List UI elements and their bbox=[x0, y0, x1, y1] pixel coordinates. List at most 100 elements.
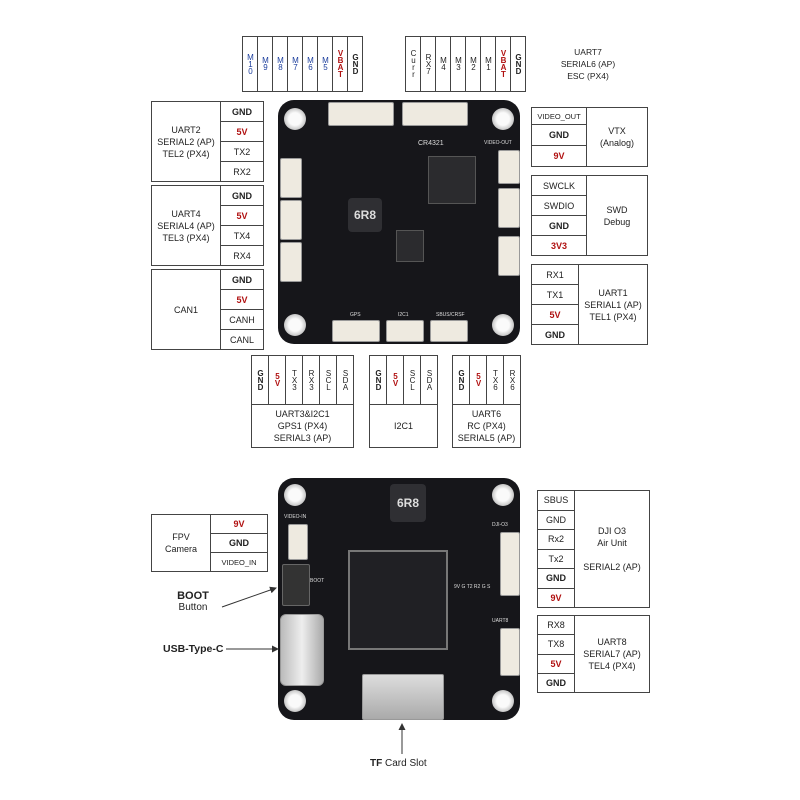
can1-pin-canl: CANL bbox=[220, 329, 264, 350]
uart2-group: UART2 SERIAL2 (AP) TEL2 (PX4) GND 5V TX2… bbox=[151, 101, 264, 182]
dji-line3: SERIAL2 (AP) bbox=[583, 562, 641, 572]
tf-bold: TF bbox=[370, 758, 383, 769]
uart1-line2: SERIAL1 (AP) bbox=[584, 299, 642, 310]
gps-connector bbox=[332, 320, 380, 342]
uart4-line1: UART4 bbox=[171, 208, 201, 219]
tf-rest: Card Slot bbox=[382, 758, 427, 769]
uart2-line1: UART2 bbox=[171, 124, 201, 135]
esc-label-line3: ESC (PX4) bbox=[567, 71, 609, 81]
swd-group: SWCLK SWD Debug SWDIO GND 3V3 bbox=[531, 175, 648, 256]
uart2-connector bbox=[280, 158, 302, 198]
uart8-line2: SERIAL7 (AP) bbox=[583, 649, 641, 659]
video-out-silk: VIDEO-OUT bbox=[484, 140, 512, 146]
dji-silk: DJI-O3 bbox=[492, 522, 508, 528]
uart1-pin-gnd: GND bbox=[531, 324, 579, 345]
vtx-line1: VTX bbox=[608, 126, 626, 136]
mount-hole-tr-b bbox=[492, 484, 514, 506]
uart1-group: RX1 UART1 SERIAL1 (AP) TEL1 (PX4) TX1 5V… bbox=[531, 264, 648, 345]
flight-controller-bottom-board: 6R8 VIDEO-IN BOOT DJI-O3 UART8 9V G T2 R… bbox=[278, 478, 520, 720]
usb-c-port bbox=[280, 614, 324, 686]
dji-line1: DJI O3 bbox=[597, 526, 626, 536]
uart2-line3: TEL2 (PX4) bbox=[162, 148, 210, 159]
usb-callout: USB-Type-C bbox=[163, 643, 224, 655]
swd-line2: Debug bbox=[603, 216, 631, 227]
fpv-connector bbox=[288, 524, 308, 560]
uart8-line3: TEL4 (PX4) bbox=[588, 661, 636, 671]
uart8-pin-gnd: GND bbox=[537, 672, 575, 694]
inductor: 6R8 bbox=[348, 198, 382, 232]
gps-line2: GPS1 (PX4) bbox=[277, 421, 328, 431]
motor-connector bbox=[328, 102, 394, 126]
boot-title: BOOT bbox=[177, 590, 209, 602]
sbus-silk: SBUS/CRSF bbox=[436, 312, 465, 318]
mount-hole-br-b bbox=[492, 690, 514, 712]
can1-connector bbox=[280, 242, 302, 282]
dji-connector bbox=[500, 532, 520, 596]
esc-pin-vbat: VBAT bbox=[495, 36, 511, 92]
mount-hole-tl bbox=[284, 108, 306, 130]
uart4-pin-rx: RX4 bbox=[220, 245, 264, 266]
mount-hole-tr bbox=[492, 108, 514, 130]
uart4-line2: SERIAL4 (AP) bbox=[157, 220, 215, 231]
uart8-silk: UART8 bbox=[492, 618, 509, 624]
i2c-label: I2C1 bbox=[369, 404, 438, 448]
esc-connector bbox=[402, 102, 468, 126]
uart1-connector bbox=[498, 236, 520, 276]
i2c-pin-sda: SDA bbox=[420, 355, 438, 405]
esc-label-line2: SERIAL6 (AP) bbox=[560, 59, 616, 69]
fpv-pin-video-in: VIDEO_IN bbox=[210, 552, 268, 572]
dji-pin-gnd1: GND bbox=[537, 509, 575, 530]
uart8-connector bbox=[500, 628, 520, 676]
esc-label: UART7 SERIAL6 (AP) ESC (PX4) bbox=[548, 46, 628, 82]
gps-silk: GPS bbox=[350, 312, 361, 318]
pin-silk: 9V G T2 R2 G S bbox=[454, 584, 491, 590]
module-chip bbox=[396, 230, 424, 262]
mount-hole-tl-b bbox=[284, 484, 306, 506]
uart1-line3: TEL1 (PX4) bbox=[589, 311, 637, 322]
i2c-connector bbox=[386, 320, 424, 342]
fpv-line2: Camera bbox=[164, 544, 197, 554]
i2c-silk: I2C1 bbox=[398, 312, 409, 318]
can1-label: CAN1 bbox=[151, 269, 221, 350]
mount-hole-bl bbox=[284, 314, 306, 336]
dji-group: SBUS DJI O3 Air Unit SERIAL2 (AP) GND Rx… bbox=[537, 490, 650, 608]
uart2-pin-rx: RX2 bbox=[220, 161, 264, 182]
uart4-group: UART4 SERIAL4 (AP) TEL3 (PX4) GND 5V TX4… bbox=[151, 185, 264, 266]
cr-silk: CR4321 bbox=[418, 140, 444, 147]
vtx-connector bbox=[498, 150, 520, 184]
uart2-line2: SERIAL2 (AP) bbox=[157, 136, 215, 147]
tf-card-slot bbox=[362, 674, 444, 720]
mount-hole-bl-b bbox=[284, 690, 306, 712]
esc-pin-m2: M2 bbox=[465, 36, 481, 92]
rc-connector bbox=[430, 320, 468, 342]
swd-pin-3v3: 3V3 bbox=[531, 235, 587, 256]
can1-group: CAN1 GND 5V CANH CANL bbox=[151, 269, 264, 350]
uart8-line1: UART8 bbox=[597, 637, 627, 647]
boot-silk: BOOT bbox=[310, 578, 325, 584]
uart4-line3: TEL3 (PX4) bbox=[162, 232, 210, 243]
boot-button-body bbox=[282, 564, 310, 606]
uart8-group: RX8 UART8 SERIAL7 (AP) TEL4 (PX4) TX8 5V… bbox=[537, 614, 650, 694]
esc-label-line1: UART7 bbox=[574, 47, 602, 57]
fpv-line1: FPV bbox=[172, 532, 190, 542]
uart4-connector bbox=[280, 200, 302, 240]
can1-pin-gnd: GND bbox=[220, 269, 264, 290]
motor-pin-gnd: GND bbox=[347, 36, 363, 92]
rc-line2: RC (PX4) bbox=[467, 421, 506, 431]
swd-line1: SWD bbox=[606, 204, 628, 215]
rc-line1: UART6 bbox=[471, 409, 502, 419]
gps-line3: SERIAL3 (AP) bbox=[273, 433, 332, 443]
boot-sub: Button bbox=[178, 602, 208, 613]
video-in-silk: VIDEO-IN bbox=[284, 514, 307, 520]
boot-callout: BOOT Button bbox=[170, 590, 216, 613]
rc-line3: SERIAL5 (AP) bbox=[457, 433, 516, 443]
vtx-line2: (Analog) bbox=[599, 138, 635, 148]
gps-line1: UART3&I2C1 bbox=[275, 409, 330, 419]
tf-callout: TF Card Slot bbox=[370, 758, 427, 769]
vtx-group: VIDEO_OUT VTX (Analog) GND 9V bbox=[531, 107, 648, 167]
